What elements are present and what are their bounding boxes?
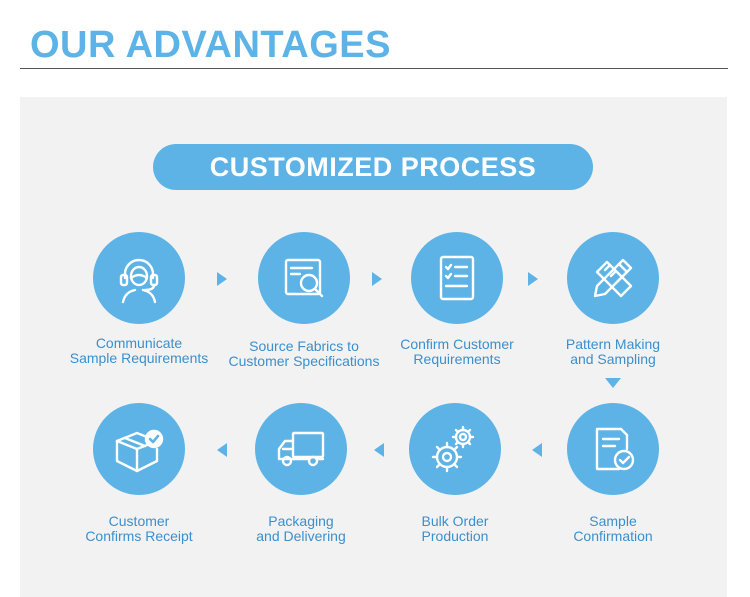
arrow-left-icon	[374, 443, 384, 457]
step-sample-confirmation: Sample Confirmation	[528, 403, 698, 544]
step-label: Source Fabrics to Customer Specification…	[228, 338, 380, 369]
document-check-icon	[567, 403, 659, 495]
arrow-down-icon	[605, 378, 621, 388]
step-pattern-making: Pattern Making and Sampling	[528, 232, 698, 367]
step-communicate-requirements: Communicate Sample Requirements	[54, 232, 224, 366]
process-banner: CUSTOMIZED PROCESS	[153, 144, 593, 190]
step-label: Pattern Making and Sampling	[565, 336, 661, 367]
arrow-right-icon	[528, 272, 538, 286]
pencil-ruler-icon	[567, 232, 659, 324]
gears-icon	[409, 403, 501, 495]
title-divider	[20, 68, 728, 69]
arrow-right-icon	[217, 272, 227, 286]
step-label: Customer Confirms Receipt	[85, 513, 193, 544]
step-bulk-production: Bulk Order Production	[370, 403, 540, 544]
step-customer-receipt: Customer Confirms Receipt	[54, 403, 224, 544]
arrow-right-icon	[372, 272, 382, 286]
headset-icon	[93, 232, 185, 324]
step-source-fabrics: Source Fabrics to Customer Specification…	[219, 232, 389, 369]
step-label: Packaging and Delivering	[256, 513, 346, 544]
truck-icon	[255, 403, 347, 495]
page-title: OUR ADVANTAGES	[30, 24, 391, 66]
arrow-left-icon	[532, 443, 542, 457]
step-label: Confirm Customer Requirements	[400, 336, 514, 367]
step-label: Communicate Sample Requirements	[69, 335, 209, 366]
step-label: Bulk Order Production	[421, 513, 489, 544]
step-confirm-requirements: Confirm Customer Requirements	[372, 232, 542, 367]
fabric-search-icon	[258, 232, 350, 324]
step-packaging-delivering: Packaging and Delivering	[216, 403, 386, 544]
box-check-icon	[93, 403, 185, 495]
checklist-icon	[411, 232, 503, 324]
arrow-left-icon	[217, 443, 227, 457]
step-label: Sample Confirmation	[573, 513, 653, 544]
